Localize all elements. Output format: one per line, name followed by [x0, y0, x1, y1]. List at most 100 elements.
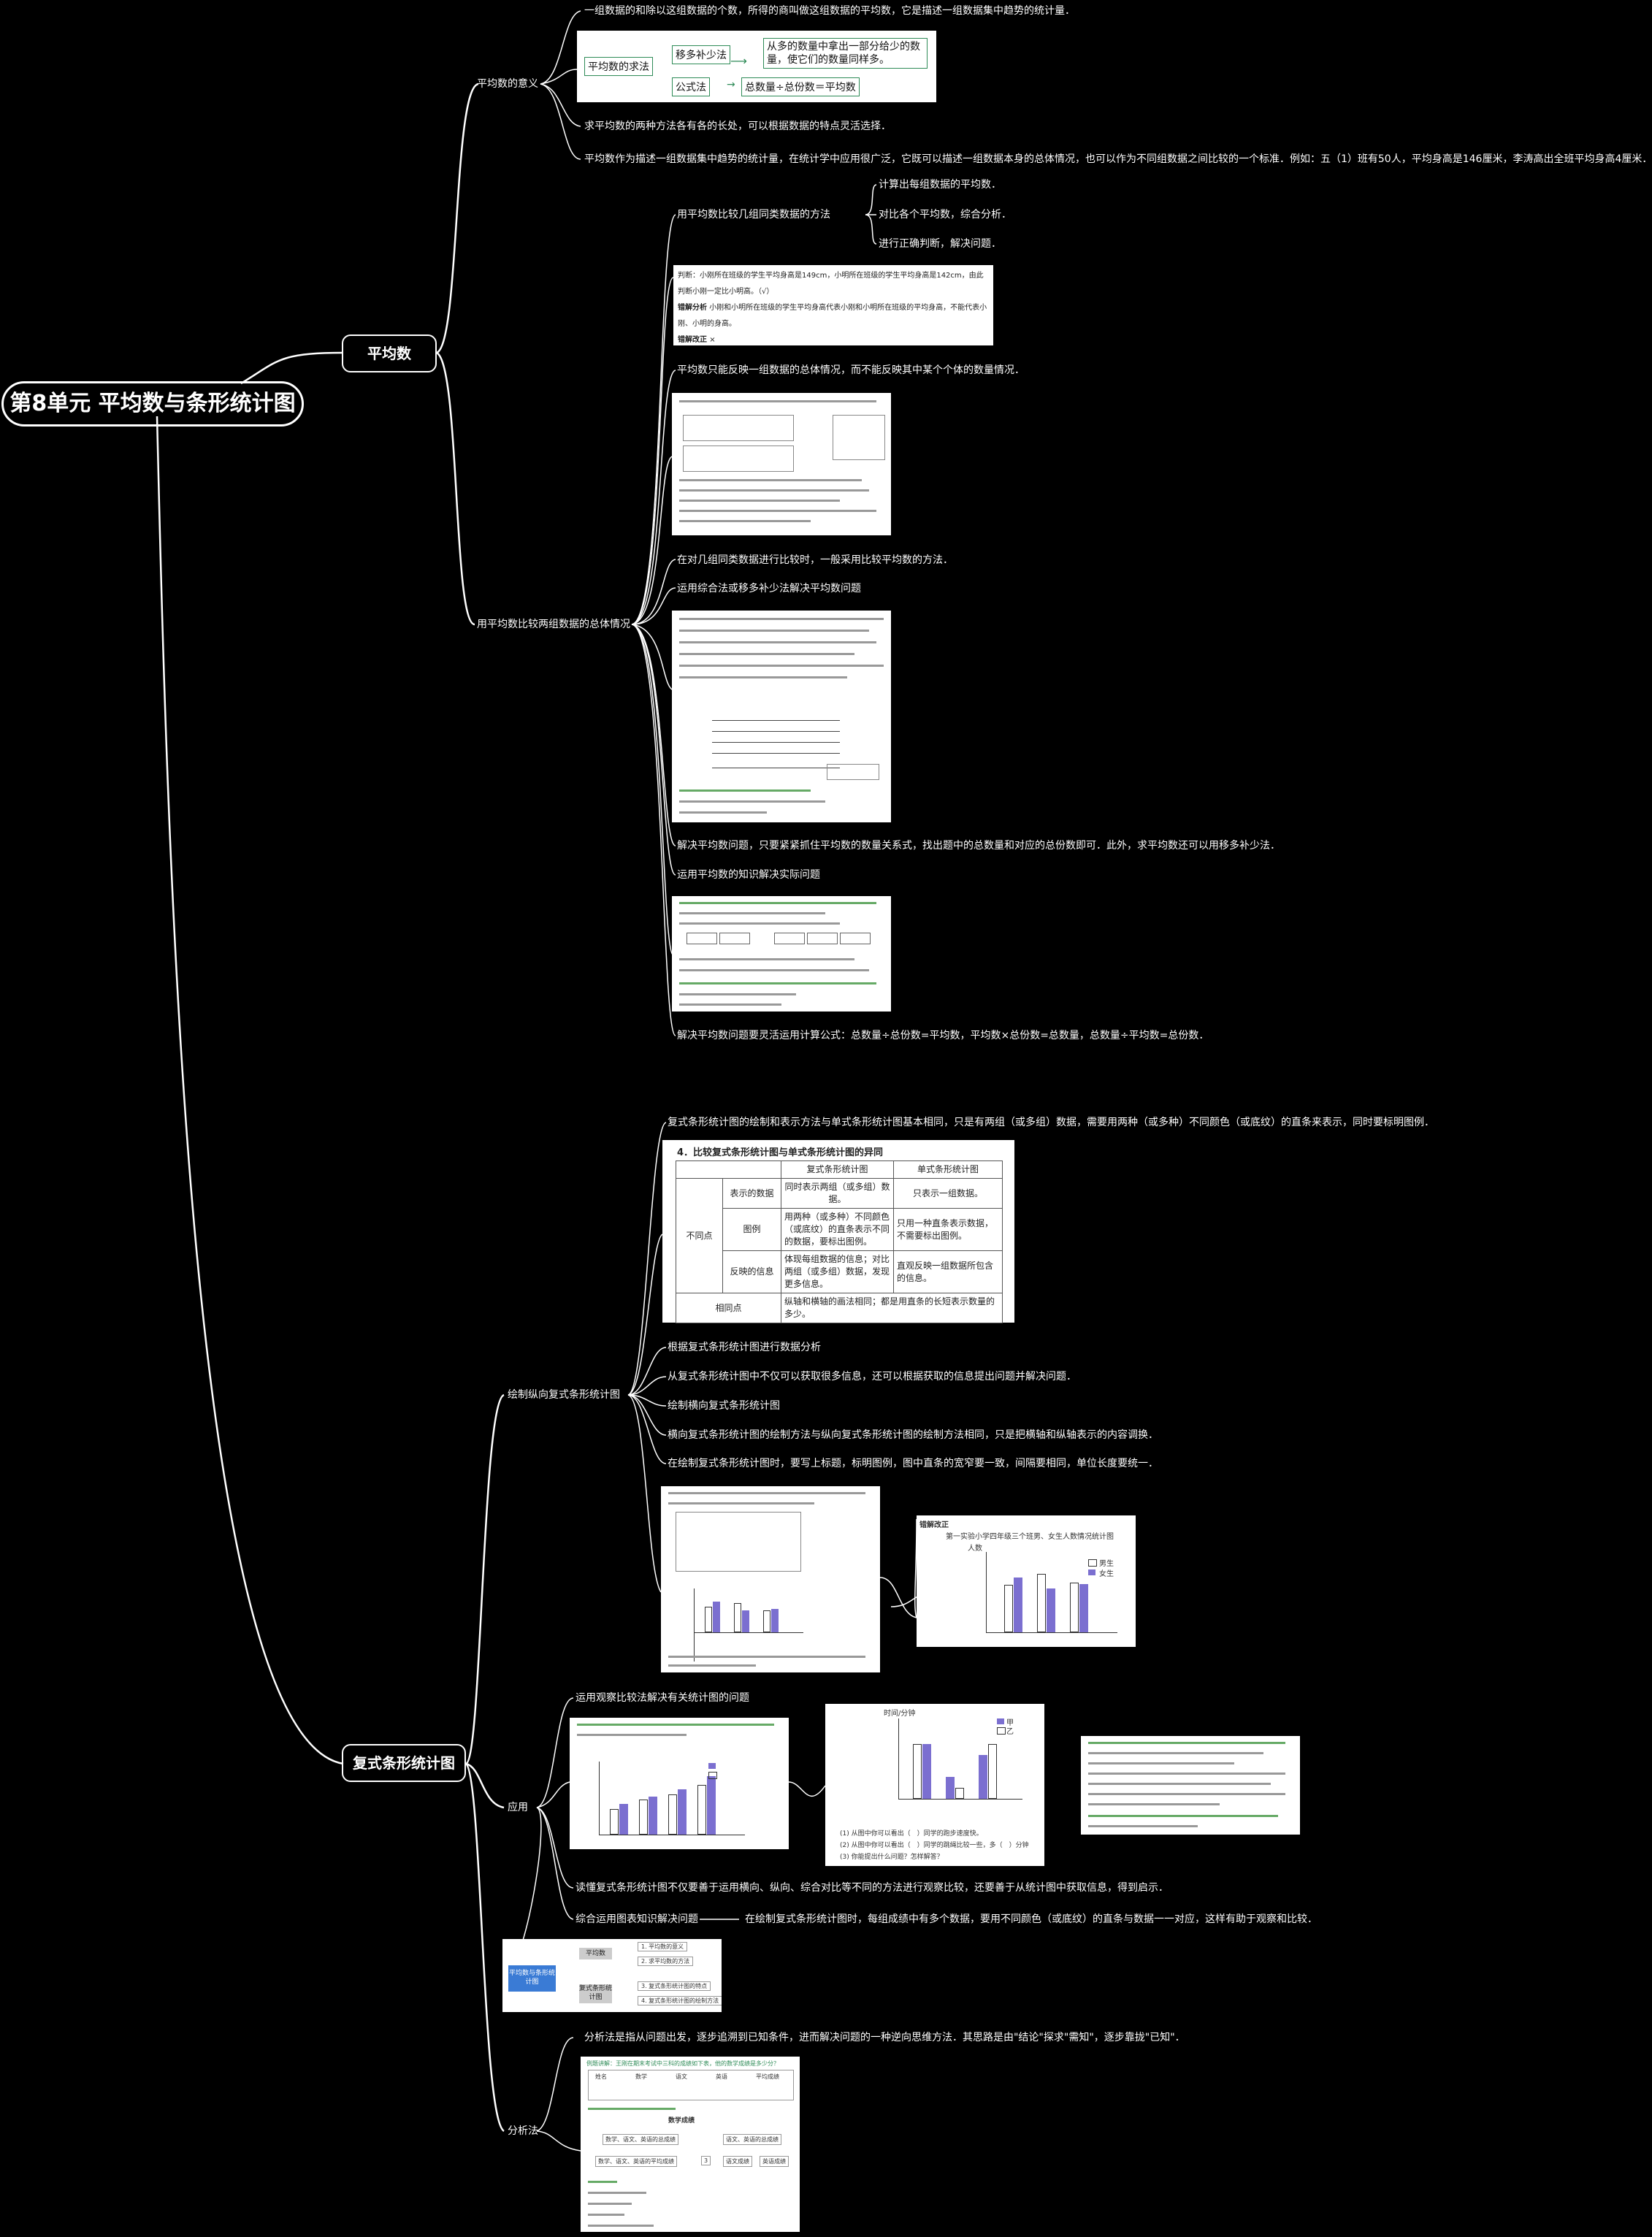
fix-legend-a: 男生: [1099, 1560, 1114, 1568]
average-definition: 一组数据的和除以这组数据的个数，所得的商叫做这组数据的平均数，它是描述一组数据集…: [584, 5, 1075, 17]
fix-tag: 错解改正: [678, 336, 707, 344]
map-leaf-3: 3. 复式条形统计图的特点: [638, 1981, 711, 1991]
analysis-h-avg: 平均成绩: [756, 2073, 779, 2080]
analysis-s6: 英语成绩: [760, 2156, 789, 2167]
same-text: 纵轴和横轴的画法相同；都是用直条的长短表示数量的多少。: [781, 1293, 1003, 1323]
row3-name: 反映的信息: [722, 1250, 781, 1293]
fix-chart-title: 第一实验小学四年级三个班男、女生人数情况统计图: [946, 1533, 1114, 1541]
example-table-image: [672, 393, 891, 535]
node-draw-horizontal-chart[interactable]: 绘制横向复式条形统计图: [668, 1400, 780, 1412]
compare-step-1: 计算出每组数据的平均数．: [879, 179, 1001, 191]
fix-chart-ylabel: 人数: [968, 1545, 982, 1553]
solve-average-note: 解决平均数问题，只要紧紧抓住平均数的数量关系式，找出题中的总数量和对应的总份数即…: [677, 840, 1280, 852]
analysis-h-math: 数学: [635, 2073, 647, 2080]
compare-step-2: 对比各个平均数，综合分析．: [879, 209, 1012, 221]
chart-info-note: 从复式条形统计图中不仅可以获取很多信息，还可以根据获取的信息提出问题并解决问题．: [668, 1371, 1077, 1383]
draw-chart-rules: 在绘制复式条形统计图时，要写上标题，标明图例，图中直条的宽窄要一致，间隔要相同，…: [668, 1458, 1158, 1469]
fix-chart-image: 错解改正 第一实验小学四年级三个班男、女生人数情况统计图 人数 男生 女生: [917, 1515, 1136, 1647]
map-node-bar: 复式条形统计图: [579, 1984, 612, 2003]
example-judgement-image: 判断：小刚所在班级的学生平均身高是149cm，小明所在班级的学生平均身高是142…: [673, 265, 993, 345]
compare-step-3: 进行正确判断，解决问题．: [879, 238, 1001, 250]
map-node-average: 平均数: [579, 1948, 612, 1959]
read-chart-note: 读懂复式条形统计图不仅要善于运用横向、纵向、综合对比等不同的方法进行观察比较，还…: [575, 1882, 1169, 1894]
average-limit-note: 平均数只能反映一组数据的总体情况，而不能反映其中某个个体的数量情况．: [677, 364, 1025, 376]
analysis-example-image: 例题讲解：王刚在期末考试中三科的成绩如下表，他的数学成绩是多少分？ 姓名 数学 …: [581, 2057, 800, 2232]
node-application[interactable]: 应用: [508, 1802, 528, 1813]
chart2-ylabel: 时间/分钟: [884, 1710, 916, 1718]
node-apply-average[interactable]: 运用平均数的知识解决实际问题: [677, 869, 820, 881]
analysis-s5: 语文成绩: [723, 2156, 752, 2167]
average-statistic-note: 平均数作为描述一组数据集中趋势的统计量，在统计学中应用很广泛，它既可以描述一组数…: [584, 153, 1652, 165]
node-average-compare[interactable]: 用平均数比较两组数据的总体情况: [477, 619, 630, 630]
arrow-icon: ⟶: [730, 54, 747, 68]
average-formula-note: 解决平均数问题要灵活运用计算公式：总数量÷总份数=平均数，平均数×总份数=总数量…: [677, 1030, 1209, 1041]
fix-legend-b: 女生: [1099, 1570, 1114, 1578]
analysis-s2: 语文、英语的总成绩: [723, 2134, 781, 2145]
map-leaf-1: 1. 平均数的意义: [638, 1942, 688, 1951]
method-formula: 公式法: [672, 77, 710, 96]
chart2-q3: (3) 你能提出什么问题？怎样解答？: [840, 1854, 944, 1861]
chart2-q2: (2) 从图中你可以看出（ ）同学的跳绳比较一些，多（ ）分钟: [840, 1842, 1029, 1849]
node-synthesis-method[interactable]: 运用综合法或移多补少法解决平均数问题: [677, 583, 861, 594]
average-method-note: 求平均数的两种方法各有各的长处，可以根据数据的特点灵活选择．: [584, 121, 891, 132]
apply-chart-image-1: [570, 1718, 789, 1849]
row2-name: 图例: [722, 1208, 781, 1251]
col-double: 复式条形统计图: [781, 1160, 894, 1179]
analysis-tag: 错解分析: [678, 304, 707, 312]
analysis-question: 例题讲解：王刚在期末考试中三科的成绩如下表，他的数学成绩是多少分？: [586, 2060, 779, 2067]
fix-text: ×: [709, 336, 716, 344]
node-combined-apply[interactable]: 综合运用图表知识解决问题: [575, 1913, 698, 1925]
diff-label: 不同点: [676, 1178, 723, 1293]
same-label: 相同点: [676, 1293, 781, 1323]
node-analyze-chart[interactable]: 根据复式条形统计图进行数据分析: [668, 1342, 821, 1353]
root-title[interactable]: 第8单元 平均数与条形统计图: [1, 381, 304, 427]
branch-average[interactable]: 平均数: [342, 334, 437, 372]
row1-name: 表示的数据: [722, 1178, 781, 1209]
node-analysis-method[interactable]: 分析法: [508, 2125, 538, 2137]
chart2-q1: (1) 从图中你可以看出（ ）同学的跑步速度快。: [840, 1830, 983, 1838]
chart2-legend-b: 乙: [1006, 1728, 1014, 1736]
row2-double: 用两种（或多种）不同颜色（或底纹）的直条表示不同的数据，要标出图例。: [781, 1208, 894, 1251]
example-chart-image: [661, 1486, 880, 1672]
node-average-meaning[interactable]: 平均数的意义: [477, 78, 538, 90]
analysis-s4: 3: [701, 2156, 711, 2165]
combined-apply-note: 在绘制复式条形统计图时，每组成绩中有多个数据，要用不同颜色（或底纹）的直条与数据…: [745, 1913, 1318, 1925]
map-leaf-2: 2. 求平均数的方法: [638, 1957, 694, 1966]
arrow-icon: →: [727, 79, 735, 91]
fix-chart-tag: 错解改正: [919, 1521, 949, 1529]
analysis-h-english: 英语: [716, 2073, 727, 2080]
analysis-s3: 数学、语文、英语的平均成绩: [595, 2156, 677, 2167]
compare-table-image: 4．比较复式条形统计图与单式条形统计图的异同 复式条形统计图 单式条形统计图 不…: [662, 1140, 1014, 1323]
method-shift: 移多补少法: [672, 45, 730, 64]
average-method-image: 平均数的求法 移多补少法 从多的数量中拿出一部分给少的数量，使它们的数量同样多。…: [577, 31, 936, 102]
node-compare-method[interactable]: 用平均数比较几组同类数据的方法: [677, 209, 830, 221]
branch-double-bar-chart[interactable]: 复式条形统计图: [342, 1744, 466, 1782]
method-formula-desc: 总数量÷总份数＝平均数: [741, 77, 860, 96]
analysis-h-chinese: 语文: [676, 2073, 687, 2080]
example-line-image: [672, 611, 891, 822]
analysis-s1: 数学、语文、英语的总成绩: [603, 2134, 678, 2145]
example-apply-image: [672, 896, 891, 1012]
map-leaf-4: 4. 复式条形统计图的绘制方法: [638, 1996, 722, 2005]
apply-answer-image: [1081, 1736, 1300, 1835]
analysis-h-name: 姓名: [595, 2073, 607, 2080]
col-single: 单式条形统计图: [893, 1160, 1003, 1179]
horizontal-chart-note: 横向复式条形统计图的绘制方法与纵向复式条形统计图的绘制方法相同，只是把横轴和纵轴…: [668, 1429, 1158, 1441]
compare-table: 复式条形统计图 单式条形统计图 不同点 表示的数据 同时表示两组（或多组）数据。…: [676, 1160, 1003, 1323]
map-center: 平均数与条形统计图: [508, 1965, 556, 1992]
row1-double: 同时表示两组（或多组）数据。: [781, 1178, 894, 1209]
double-bar-definition: 复式条形统计图的绘制和表示方法与单式条形统计图基本相同，只是有两组（或多组）数据…: [668, 1117, 1434, 1128]
node-draw-vertical-chart[interactable]: 绘制纵向复式条形统计图: [508, 1389, 620, 1401]
analysis-center: 数学成绩: [668, 2117, 695, 2125]
row2-single: 只用一种直条表示数据，不需要标出图例。: [893, 1208, 1003, 1251]
method-shift-desc: 从多的数量中拿出一部分给少的数量，使它们的数量同样多。: [763, 38, 928, 69]
apply-chart-image-2: 时间/分钟 甲 乙 (1) 从图中你可以看出（ ）同学的跑步速度快。 (2) 从…: [825, 1704, 1044, 1866]
node-observe-compare[interactable]: 运用观察比较法解决有关统计图的问题: [575, 1692, 749, 1704]
row3-double: 体现每组数据的信息；对比两组（或多组）数据，发现更多信息。: [781, 1250, 894, 1293]
compare-average-note: 在对几组同类数据进行比较时，一般采用比较平均数的方法．: [677, 554, 953, 566]
chart2-legend-a: 甲: [1006, 1719, 1014, 1727]
method-root: 平均数的求法: [584, 57, 653, 76]
compare-table-title: 4．比较复式条形统计图与单式条形统计图的异同: [677, 1147, 884, 1158]
example-question: 判断：小刚所在班级的学生平均身高是149cm，小明所在班级的学生平均身高是142…: [678, 272, 984, 296]
row3-single: 直观反映一组数据所包含的信息。: [893, 1250, 1003, 1293]
